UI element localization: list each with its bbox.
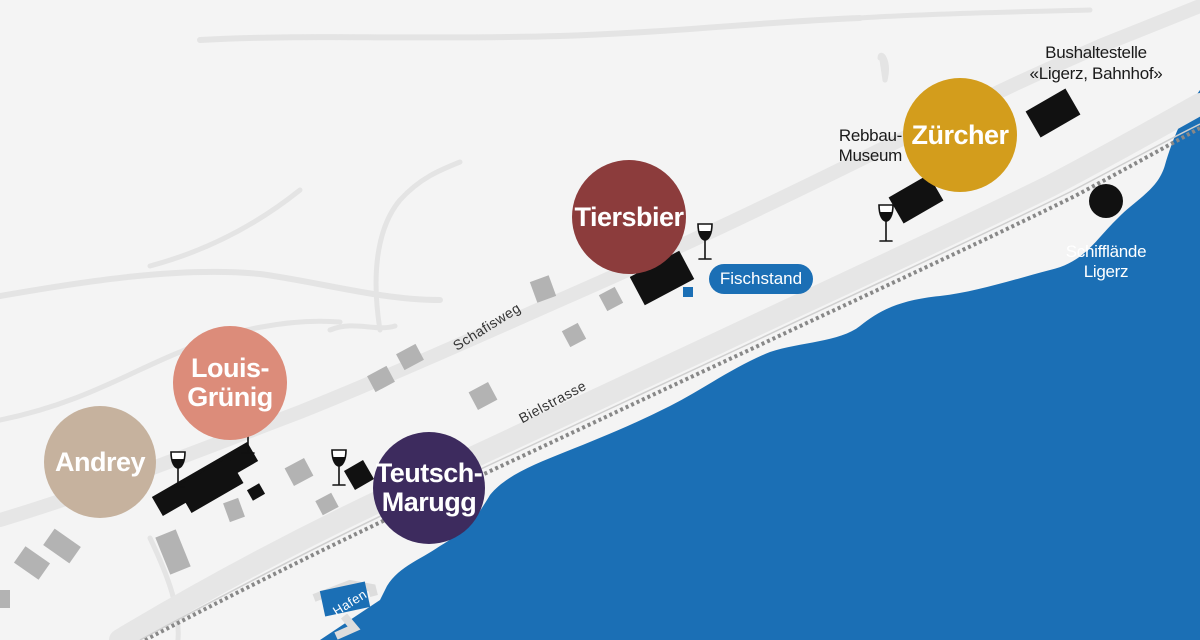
- winery-name: Andrey: [54, 446, 146, 477]
- railway: [144, 126, 1200, 640]
- buildings: [0, 275, 624, 608]
- wine-glass-icon: [170, 451, 186, 488]
- fischstand-label[interactable]: Fischstand: [709, 264, 813, 294]
- winery-name-line-1: Louis-: [191, 353, 270, 383]
- bus-stop-label: Bushaltestelle «Ligerz, Bahnhof»: [1029, 43, 1163, 83]
- venue-buildings: [151, 88, 1081, 517]
- winery-marker-andrey[interactable]: Andrey: [44, 406, 156, 518]
- winery-marker-louis-gruenig[interactable]: Louis- Grünig: [173, 326, 287, 440]
- winery-marker-teutsch-marugg[interactable]: Teutsch- Marugg: [373, 432, 485, 544]
- wine-glass-icon: [878, 204, 894, 242]
- winery-marker-zuercher[interactable]: Zürcher: [903, 78, 1017, 192]
- winery-name-line-2: Grünig: [187, 382, 273, 412]
- winery-name-line-2: Marugg: [381, 487, 477, 517]
- bielstrasse-road: [109, 93, 1200, 640]
- boat-landing-dot-icon: [1089, 184, 1123, 218]
- winery-name: Tiersbier: [574, 201, 684, 232]
- winery-name-line-1: Teutsch-: [375, 458, 483, 488]
- boat-landing-label: Schifflände Ligerz: [1065, 242, 1147, 281]
- footpaths: [0, 7, 1093, 640]
- winery-name: Zürcher: [911, 119, 1009, 150]
- wine-glass-icon: [697, 223, 713, 260]
- harbour-basin: [319, 581, 371, 617]
- fischstand-marker: [683, 287, 693, 297]
- lake: [320, 90, 1200, 640]
- rebbau-museum-label: Rebbau- Museum: [838, 126, 903, 165]
- railway-edge: [139, 123, 1200, 640]
- wine-glass-icon: [331, 449, 347, 486]
- winery-marker-tiersbier[interactable]: Tiersbier: [572, 160, 686, 274]
